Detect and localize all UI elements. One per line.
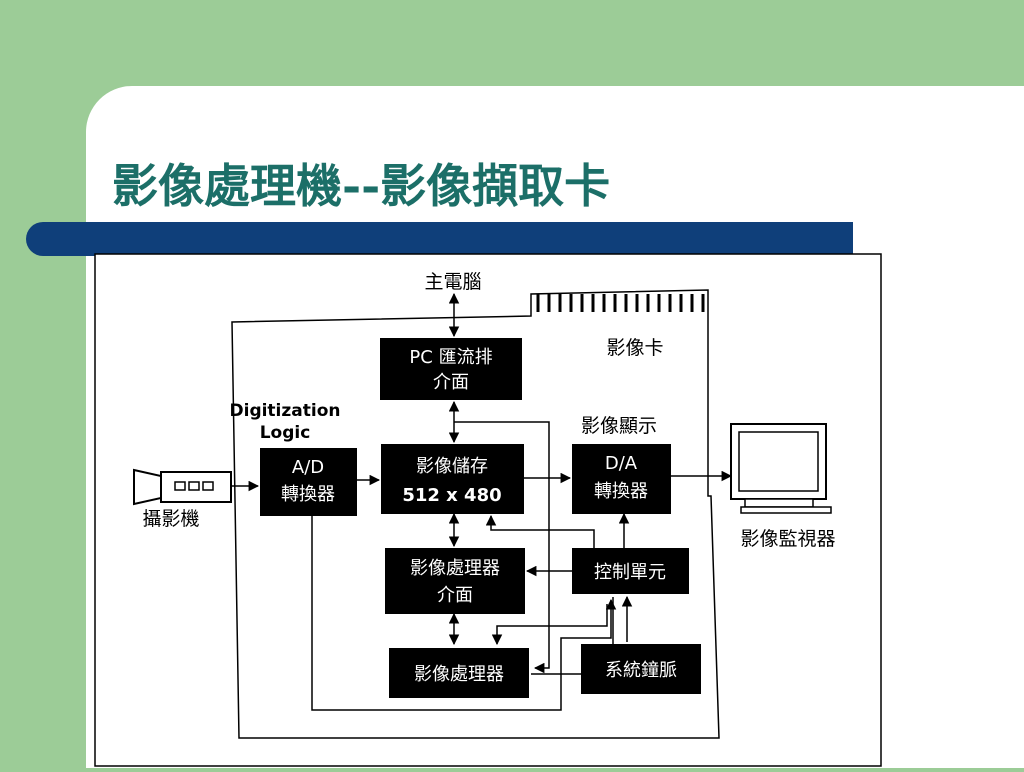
block-processor-interface: 影像處理器 介面 xyxy=(385,548,525,614)
display-label: 影像顯示 xyxy=(581,415,657,437)
camera-icon xyxy=(133,468,232,506)
ad-line1: A/D xyxy=(292,457,324,478)
pc-bus-line1: PC 匯流排 xyxy=(409,347,492,368)
processor-label: 影像處理器 xyxy=(414,664,504,685)
slide-title: 影像處理機--影像擷取卡 xyxy=(112,159,611,213)
ad-line2: 轉換器 xyxy=(281,484,335,505)
camera-label: 攝影機 xyxy=(142,508,199,530)
block-pc-bus-interface: PC 匯流排 介面 xyxy=(380,338,522,400)
memory-line2: 512 x 480 xyxy=(402,485,501,506)
da-line1: D/A xyxy=(605,453,638,474)
card-connector-pins xyxy=(536,294,705,312)
diagram-figure: 主電腦 影像卡 Digitization Logic 影像顯示 攝影機 影像監視… xyxy=(91,244,887,768)
clock-label: 系統鐘脈 xyxy=(605,660,677,681)
block-image-memory: 影像儲存 512 x 480 xyxy=(381,444,524,514)
block-ad-converter: A/D 轉換器 xyxy=(260,448,357,516)
digitization-label-line1: Digitization xyxy=(230,401,341,421)
monitor-label: 影像監視器 xyxy=(740,528,835,550)
host-label: 主電腦 xyxy=(424,271,481,293)
da-line2: 轉換器 xyxy=(594,481,648,502)
card-label: 影像卡 xyxy=(606,337,663,359)
processor-interface-line1: 影像處理器 xyxy=(410,558,500,579)
pc-bus-line2: 介面 xyxy=(433,372,469,393)
monitor-icon xyxy=(730,423,832,514)
block-diagram: 主電腦 影像卡 Digitization Logic 影像顯示 攝影機 影像監視… xyxy=(94,253,882,767)
processor-interface-line2: 介面 xyxy=(437,585,473,606)
block-image-processor: 影像處理器 xyxy=(389,648,529,698)
block-system-clock: 系統鐘脈 xyxy=(581,644,701,694)
digitization-label-line2: Logic xyxy=(260,423,311,443)
memory-line1: 影像儲存 xyxy=(416,456,488,477)
control-label: 控制單元 xyxy=(594,562,666,583)
connections xyxy=(231,292,733,711)
block-da-converter: D/A 轉換器 xyxy=(572,444,671,514)
title-underline-bar xyxy=(26,222,853,256)
card-outline xyxy=(231,289,720,739)
green-corner-decoration xyxy=(0,0,358,86)
block-control-unit: 控制單元 xyxy=(572,548,689,594)
